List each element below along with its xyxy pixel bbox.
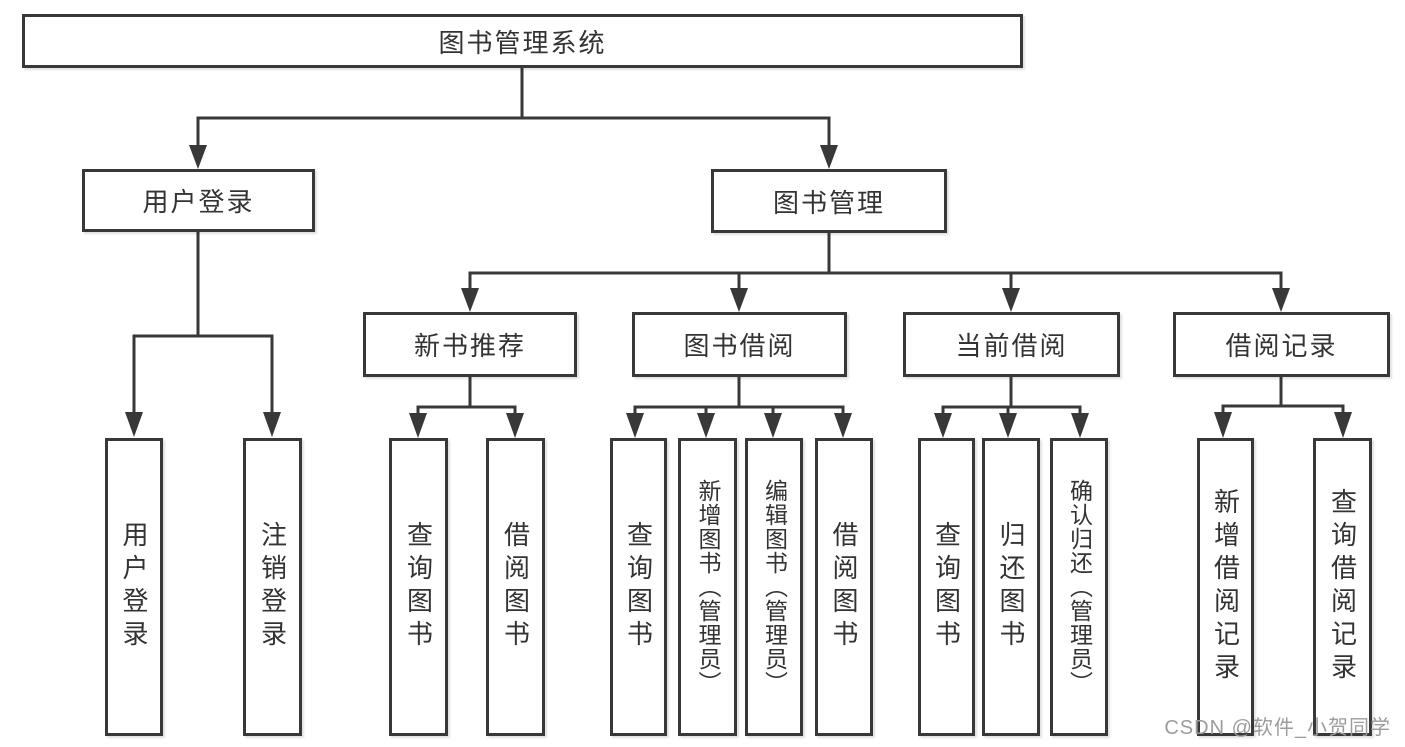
leaf-current-query: 查询图书 — [918, 438, 975, 736]
leaf-borrowing-add-admin: 新增图书（管理员） — [678, 438, 737, 736]
node-book-borrowing: 图书借阅 — [632, 312, 847, 377]
leaf-borrowing-borrow-label: 借阅图书 — [829, 521, 859, 653]
node-borrow-records: 借阅记录 — [1173, 312, 1390, 377]
leaf-current-return-label: 归还图书 — [996, 521, 1026, 653]
leaf-current-return: 归还图书 — [982, 438, 1040, 736]
leaf-record-add: 新增借阅记录 — [1197, 438, 1254, 736]
leaf-newbook-query: 查询图书 — [389, 438, 448, 736]
node-root: 图书管理系统 — [22, 14, 1023, 68]
leaf-newbook-borrow-label: 借阅图书 — [500, 521, 531, 653]
node-current-borrowing-label: 当前借阅 — [955, 331, 1068, 361]
node-book-borrowing-label: 图书借阅 — [683, 331, 796, 361]
leaf-borrowing-query: 查询图书 — [610, 438, 667, 736]
node-new-book-recommend-label: 新书推荐 — [413, 331, 526, 361]
leaf-record-query: 查询借阅记录 — [1313, 438, 1372, 736]
leaf-borrowing-edit-admin: 编辑图书（管理员） — [745, 438, 803, 736]
node-book-management-label: 图书管理 — [772, 187, 885, 218]
leaf-borrowing-add-admin-label: 新增图书（管理员） — [695, 479, 721, 695]
leaf-current-confirm-admin: 确认归还（管理员） — [1050, 438, 1108, 736]
leaf-current-query-label: 查询图书 — [931, 521, 962, 653]
leaf-user-login-label: 用户登录 — [119, 521, 149, 653]
node-user-login-label: 用户登录 — [142, 187, 255, 217]
node-current-borrowing: 当前借阅 — [903, 312, 1120, 377]
leaf-newbook-borrow: 借阅图书 — [486, 438, 545, 736]
node-root-label: 图书管理系统 — [438, 27, 607, 58]
node-user-login: 用户登录 — [82, 169, 315, 232]
leaf-borrowing-query-label: 查询图书 — [623, 521, 654, 653]
node-book-management: 图书管理 — [711, 169, 947, 233]
leaf-logout-label: 注销登录 — [257, 521, 288, 653]
leaf-current-confirm-admin-label: 确认归还（管理员） — [1066, 479, 1093, 695]
node-borrow-records-label: 借阅记录 — [1225, 331, 1338, 361]
leaf-record-add-label: 新增借阅记录 — [1210, 488, 1241, 686]
leaf-record-query-label: 查询借阅记录 — [1327, 488, 1358, 686]
leaf-borrowing-edit-admin-label: 编辑图书（管理员） — [761, 479, 788, 695]
leaf-logout: 注销登录 — [243, 438, 302, 736]
leaf-user-login: 用户登录 — [105, 438, 163, 736]
leaf-newbook-query-label: 查询图书 — [403, 521, 434, 653]
node-new-book-recommend: 新书推荐 — [363, 312, 577, 377]
leaf-borrowing-borrow: 借阅图书 — [815, 438, 873, 736]
